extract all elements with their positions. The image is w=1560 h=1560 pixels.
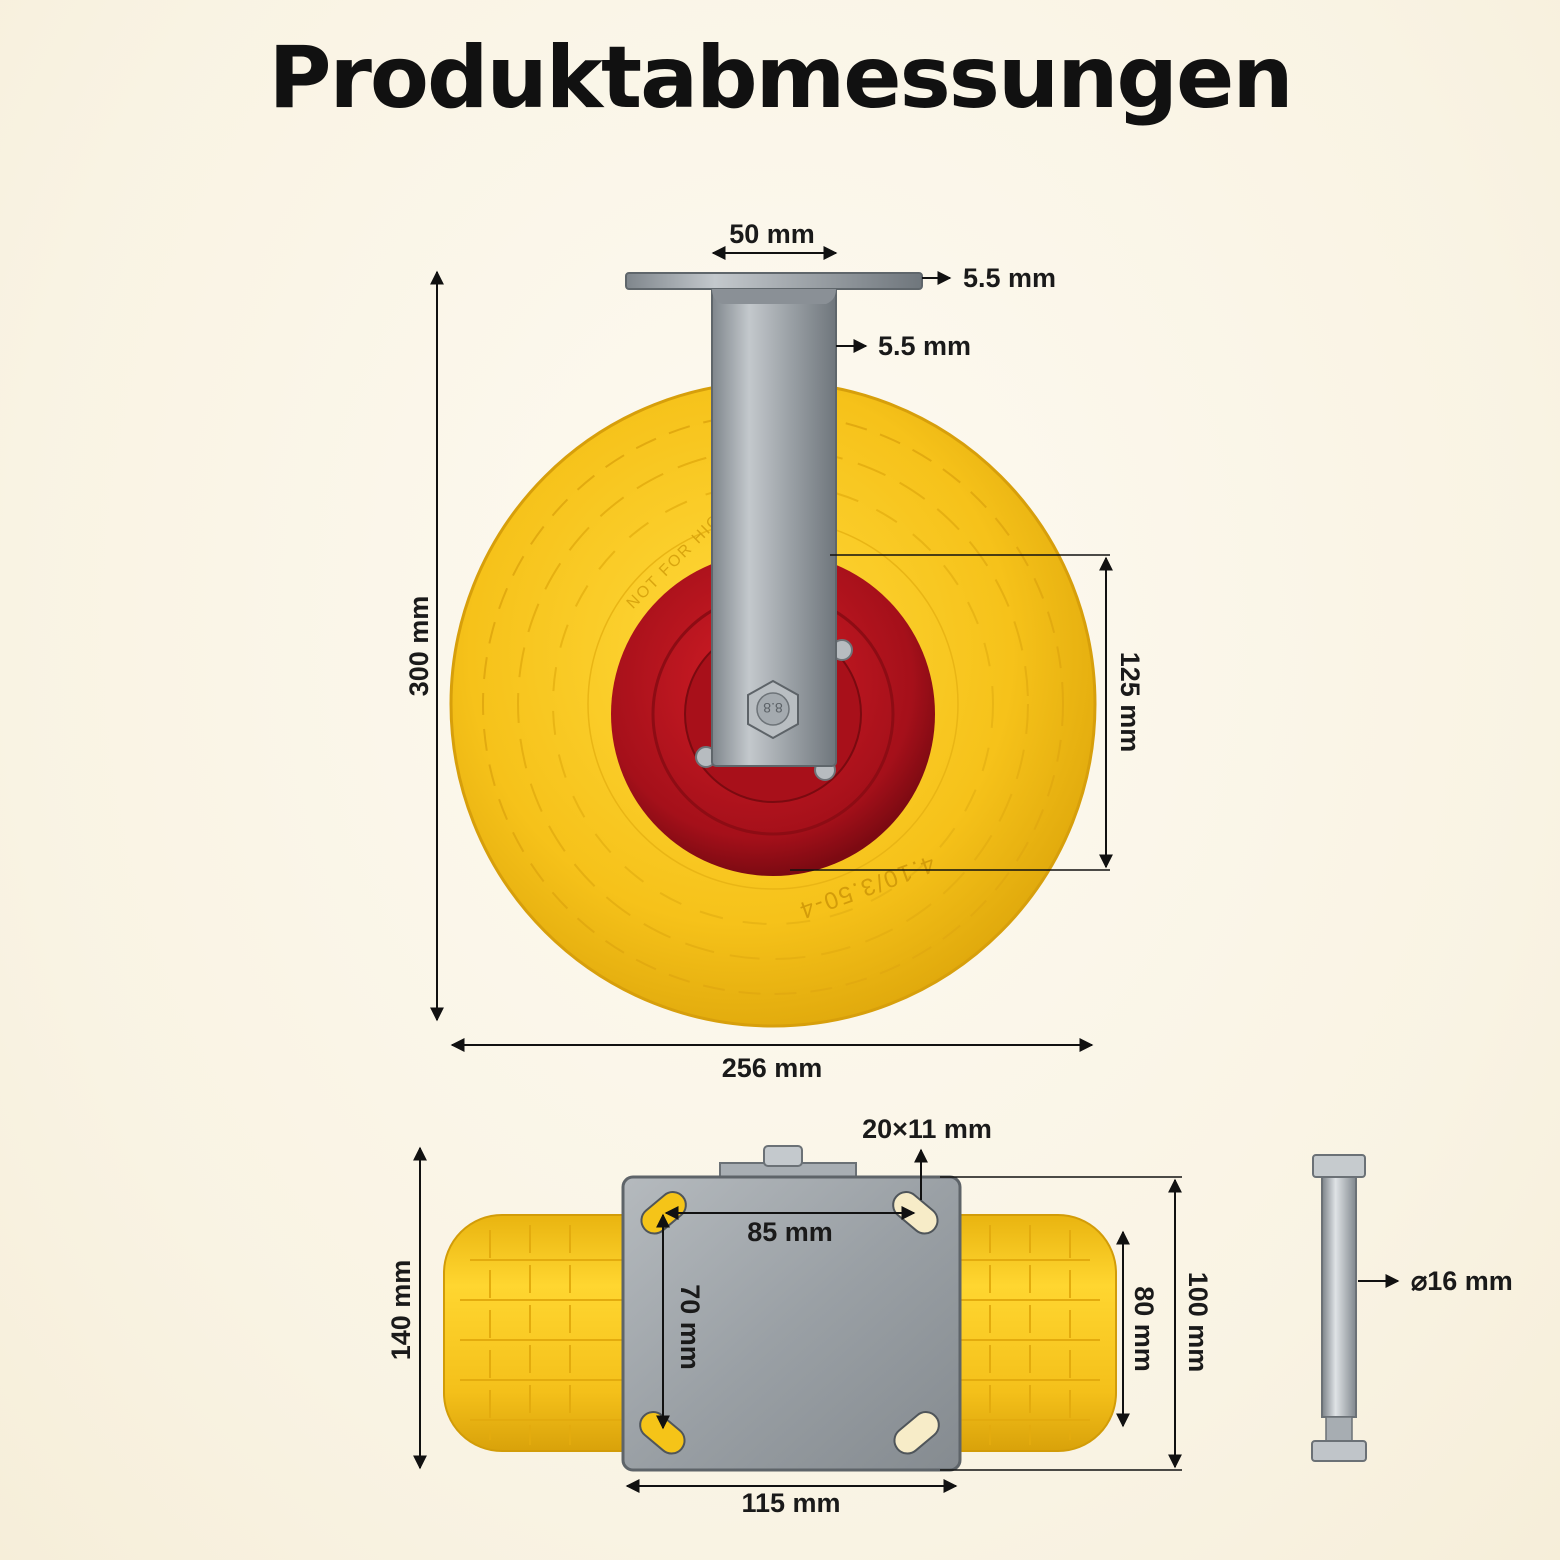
wheel-top-view <box>443 1145 1117 1472</box>
dim-plate-width: 50 mm <box>729 219 815 249</box>
fork-bracket <box>625 272 923 767</box>
dim-total-height: 300 mm <box>404 596 434 697</box>
dim-slot-size: 20×11 mm <box>862 1114 992 1144</box>
dim-plate-thickness: 5.5 mm <box>963 263 1056 293</box>
dim-axle-diameter: ⌀16 mm <box>1411 1266 1513 1296</box>
dim-bracket-thickness: 5.5 mm <box>878 331 971 361</box>
dim-plate-inner: 80 mm <box>1129 1286 1159 1372</box>
dim-plate-length: 115 mm <box>741 1488 840 1518</box>
dim-hole-spacing-y: 70 mm <box>675 1284 705 1370</box>
dim-wheel-width: 140 mm <box>386 1260 416 1361</box>
axle-bolt <box>1311 1154 1367 1462</box>
bottom-dimensions: 20×11 mm 85 mm 70 mm 140 mm 80 mm 100 mm… <box>386 1114 1513 1518</box>
axle-nut: 8.8 <box>747 679 799 740</box>
page-title: Produktabmessungen <box>268 28 1293 128</box>
dim-wheel-diameter: 256 mm <box>722 1053 823 1083</box>
dim-hole-spacing-x: 85 mm <box>747 1217 833 1247</box>
dim-plate-depth: 100 mm <box>1183 1272 1213 1373</box>
bolt-marking: 8.8 <box>763 700 783 716</box>
wheel-side-view: NOT FOR HIGHWAY 4.10/3.50-4 8.8 <box>449 272 1097 1028</box>
top-dimensions: 50 mm 5.5 mm 5.5 mm 300 mm 125 mm 256 mm <box>404 219 1145 1083</box>
dim-hub-diameter: 125 mm <box>1115 652 1145 753</box>
